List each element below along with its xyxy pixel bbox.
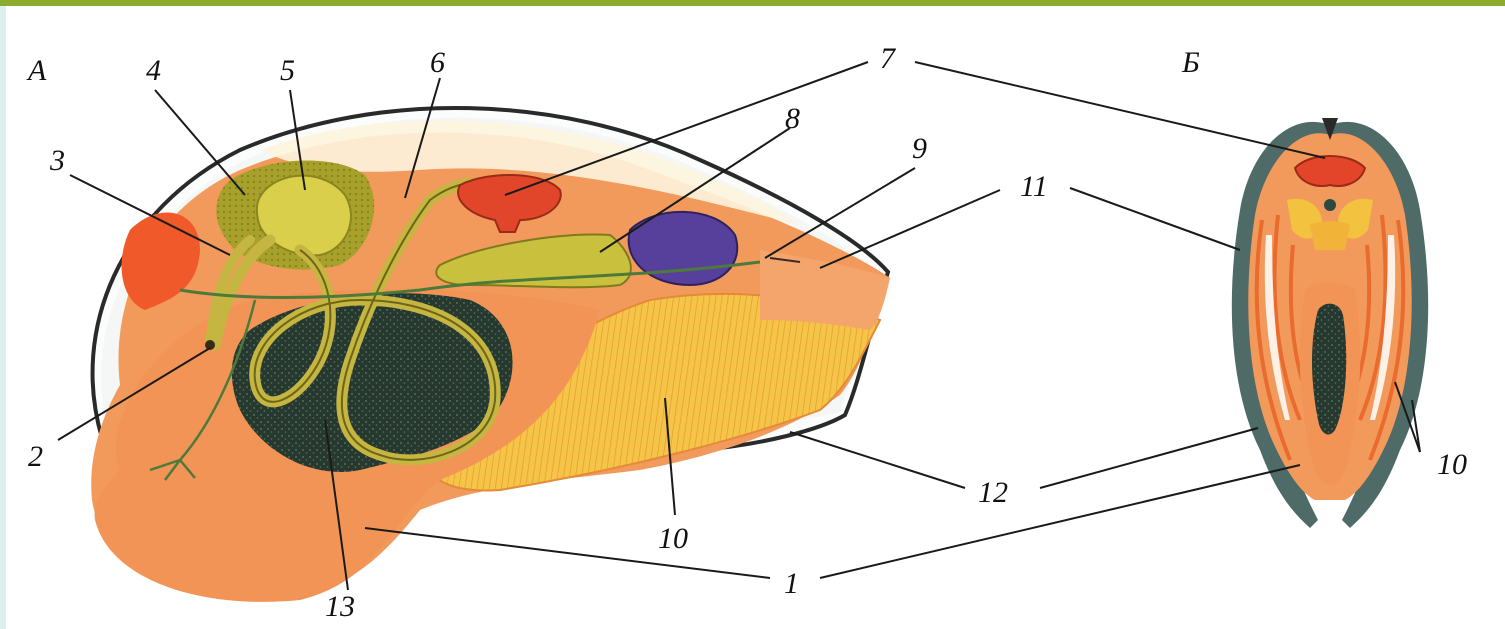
ganglion-section <box>1310 221 1350 250</box>
label-4: 4 <box>146 54 161 87</box>
label-10-right: 10 <box>1437 448 1467 481</box>
label-13: 13 <box>325 590 355 623</box>
panel-a-drawing <box>91 108 890 602</box>
intestine-section <box>1324 199 1336 211</box>
label-11: 11 <box>1020 170 1048 203</box>
label-6: 6 <box>430 46 445 79</box>
heart-section <box>1295 156 1365 186</box>
label-10-left: 10 <box>658 522 688 555</box>
label-9: 9 <box>912 132 927 165</box>
panel-b-drawing <box>1232 118 1428 528</box>
label-12: 12 <box>978 476 1008 509</box>
label-5: 5 <box>280 54 295 87</box>
label-3: 3 <box>49 144 65 177</box>
label-2: 2 <box>28 440 43 473</box>
label-1: 1 <box>784 567 799 600</box>
label-8: 8 <box>785 102 800 135</box>
panel-label-b: Б <box>1181 46 1200 79</box>
panel-label-a: А <box>26 54 47 87</box>
label-7: 7 <box>880 42 897 75</box>
